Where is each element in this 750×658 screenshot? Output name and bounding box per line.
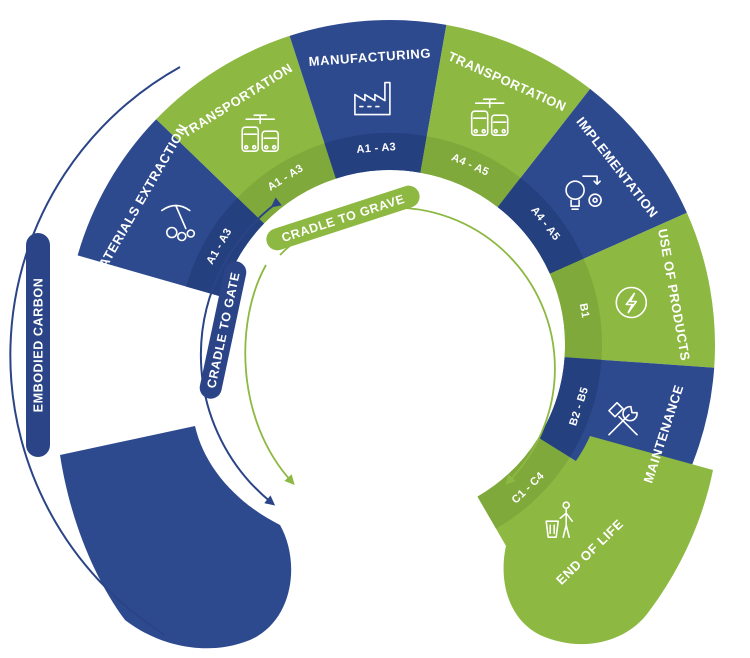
pickaxe-rocks-icon [161, 204, 196, 242]
wrench-hammer-icon [608, 401, 638, 436]
segment-code-use-of-products: B1 [577, 303, 591, 320]
cradle-to-grave-label: CRADLE TO GRAVE [280, 192, 407, 245]
cradle-to-grave-arc [279, 206, 556, 485]
embodied-carbon-bracket [9, 66, 181, 636]
cradle-to-gate-arc [199, 197, 282, 506]
cradle-to-grave-arc-start [244, 264, 295, 485]
segment-icons [161, 81, 648, 539]
segment-shade-transportation-a1 [237, 143, 336, 224]
segment-shade-manufacturing [324, 132, 427, 179]
lightbulb-gear-icon [565, 175, 602, 210]
segment-shade-materials-extraction [186, 197, 265, 297]
segment-shade-use-of-products [549, 258, 603, 360]
transport-icon [470, 98, 509, 136]
segment-shade-transportation-a4 [420, 136, 521, 208]
transport-icon [241, 114, 280, 152]
embodied-carbon-label: EMBODIED CARBON [32, 278, 46, 413]
factory-icon [354, 81, 391, 116]
segment-code-manufacturing: A1 - A3 [356, 141, 396, 156]
segment-shade-implementation [497, 177, 584, 274]
segment-shade-maintenance [538, 357, 602, 458]
power-icon [615, 286, 648, 319]
embodied-carbon-pill: EMBODIED CARBON [26, 233, 50, 457]
segment-shade-end-of-life [477, 437, 570, 529]
end-cap [503, 436, 713, 645]
start-cap [60, 426, 292, 649]
trash-person-icon [545, 501, 574, 539]
